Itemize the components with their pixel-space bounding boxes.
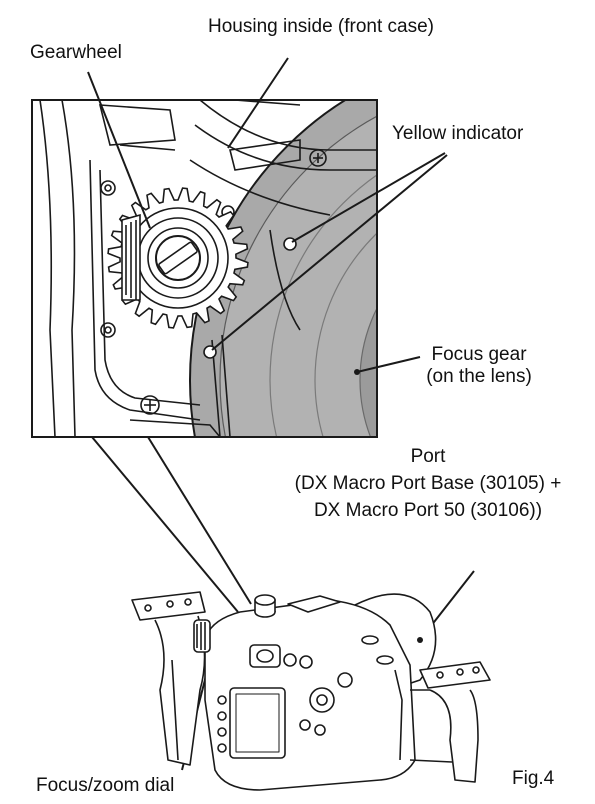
- leader-yellow-indicator-a: [291, 152, 446, 243]
- label-figure-number: Fig.4: [512, 768, 555, 789]
- screw-holes: [100, 180, 235, 338]
- label-port-line1: Port: [410, 446, 446, 467]
- zoom-projection-right: [147, 436, 252, 605]
- zoom-projection-left: [91, 436, 239, 613]
- label-port-line2: (DX Macro Port Base (30105) +: [294, 473, 562, 494]
- label-port-line3: DX Macro Port 50 (30106)): [313, 500, 543, 521]
- label-housing-inside: Housing inside (front case): [208, 16, 434, 37]
- top-controls: [254, 594, 394, 665]
- gearwheel-shape: [107, 187, 249, 329]
- phillips-screw-bottom: [140, 395, 160, 415]
- detail-view: [31, 99, 378, 438]
- label-focus-gear: Focus gear (on the lens): [424, 344, 534, 388]
- detail-frame: [31, 99, 378, 438]
- label-focus-zoom-dial: Focus/zoom dial: [36, 775, 175, 796]
- left-handle: [131, 591, 206, 766]
- label-focus-gear-line2: (on the lens): [426, 366, 532, 387]
- housing-front-case: [39, 100, 377, 437]
- leader-focus-gear: [356, 356, 421, 373]
- leader-housing-inside: [227, 57, 289, 149]
- focus-zoom-dial-shape: [193, 619, 211, 653]
- label-yellow-indicator: Yellow indicator: [392, 123, 524, 144]
- phillips-screw-top: [309, 149, 327, 167]
- leader-yellow-indicator-b: [211, 154, 448, 351]
- rear-buttons: [217, 653, 353, 753]
- housing-illustration: [131, 591, 491, 791]
- focus-gear-shape: [189, 100, 377, 437]
- label-port: Port (DX Macro Port Base (30105) + DX Ma…: [268, 443, 588, 524]
- right-handle: [409, 661, 491, 783]
- label-focus-gear-line1: Focus gear: [431, 344, 527, 365]
- label-gearwheel: Gearwheel: [30, 42, 122, 63]
- leader-gearwheel: [87, 71, 151, 229]
